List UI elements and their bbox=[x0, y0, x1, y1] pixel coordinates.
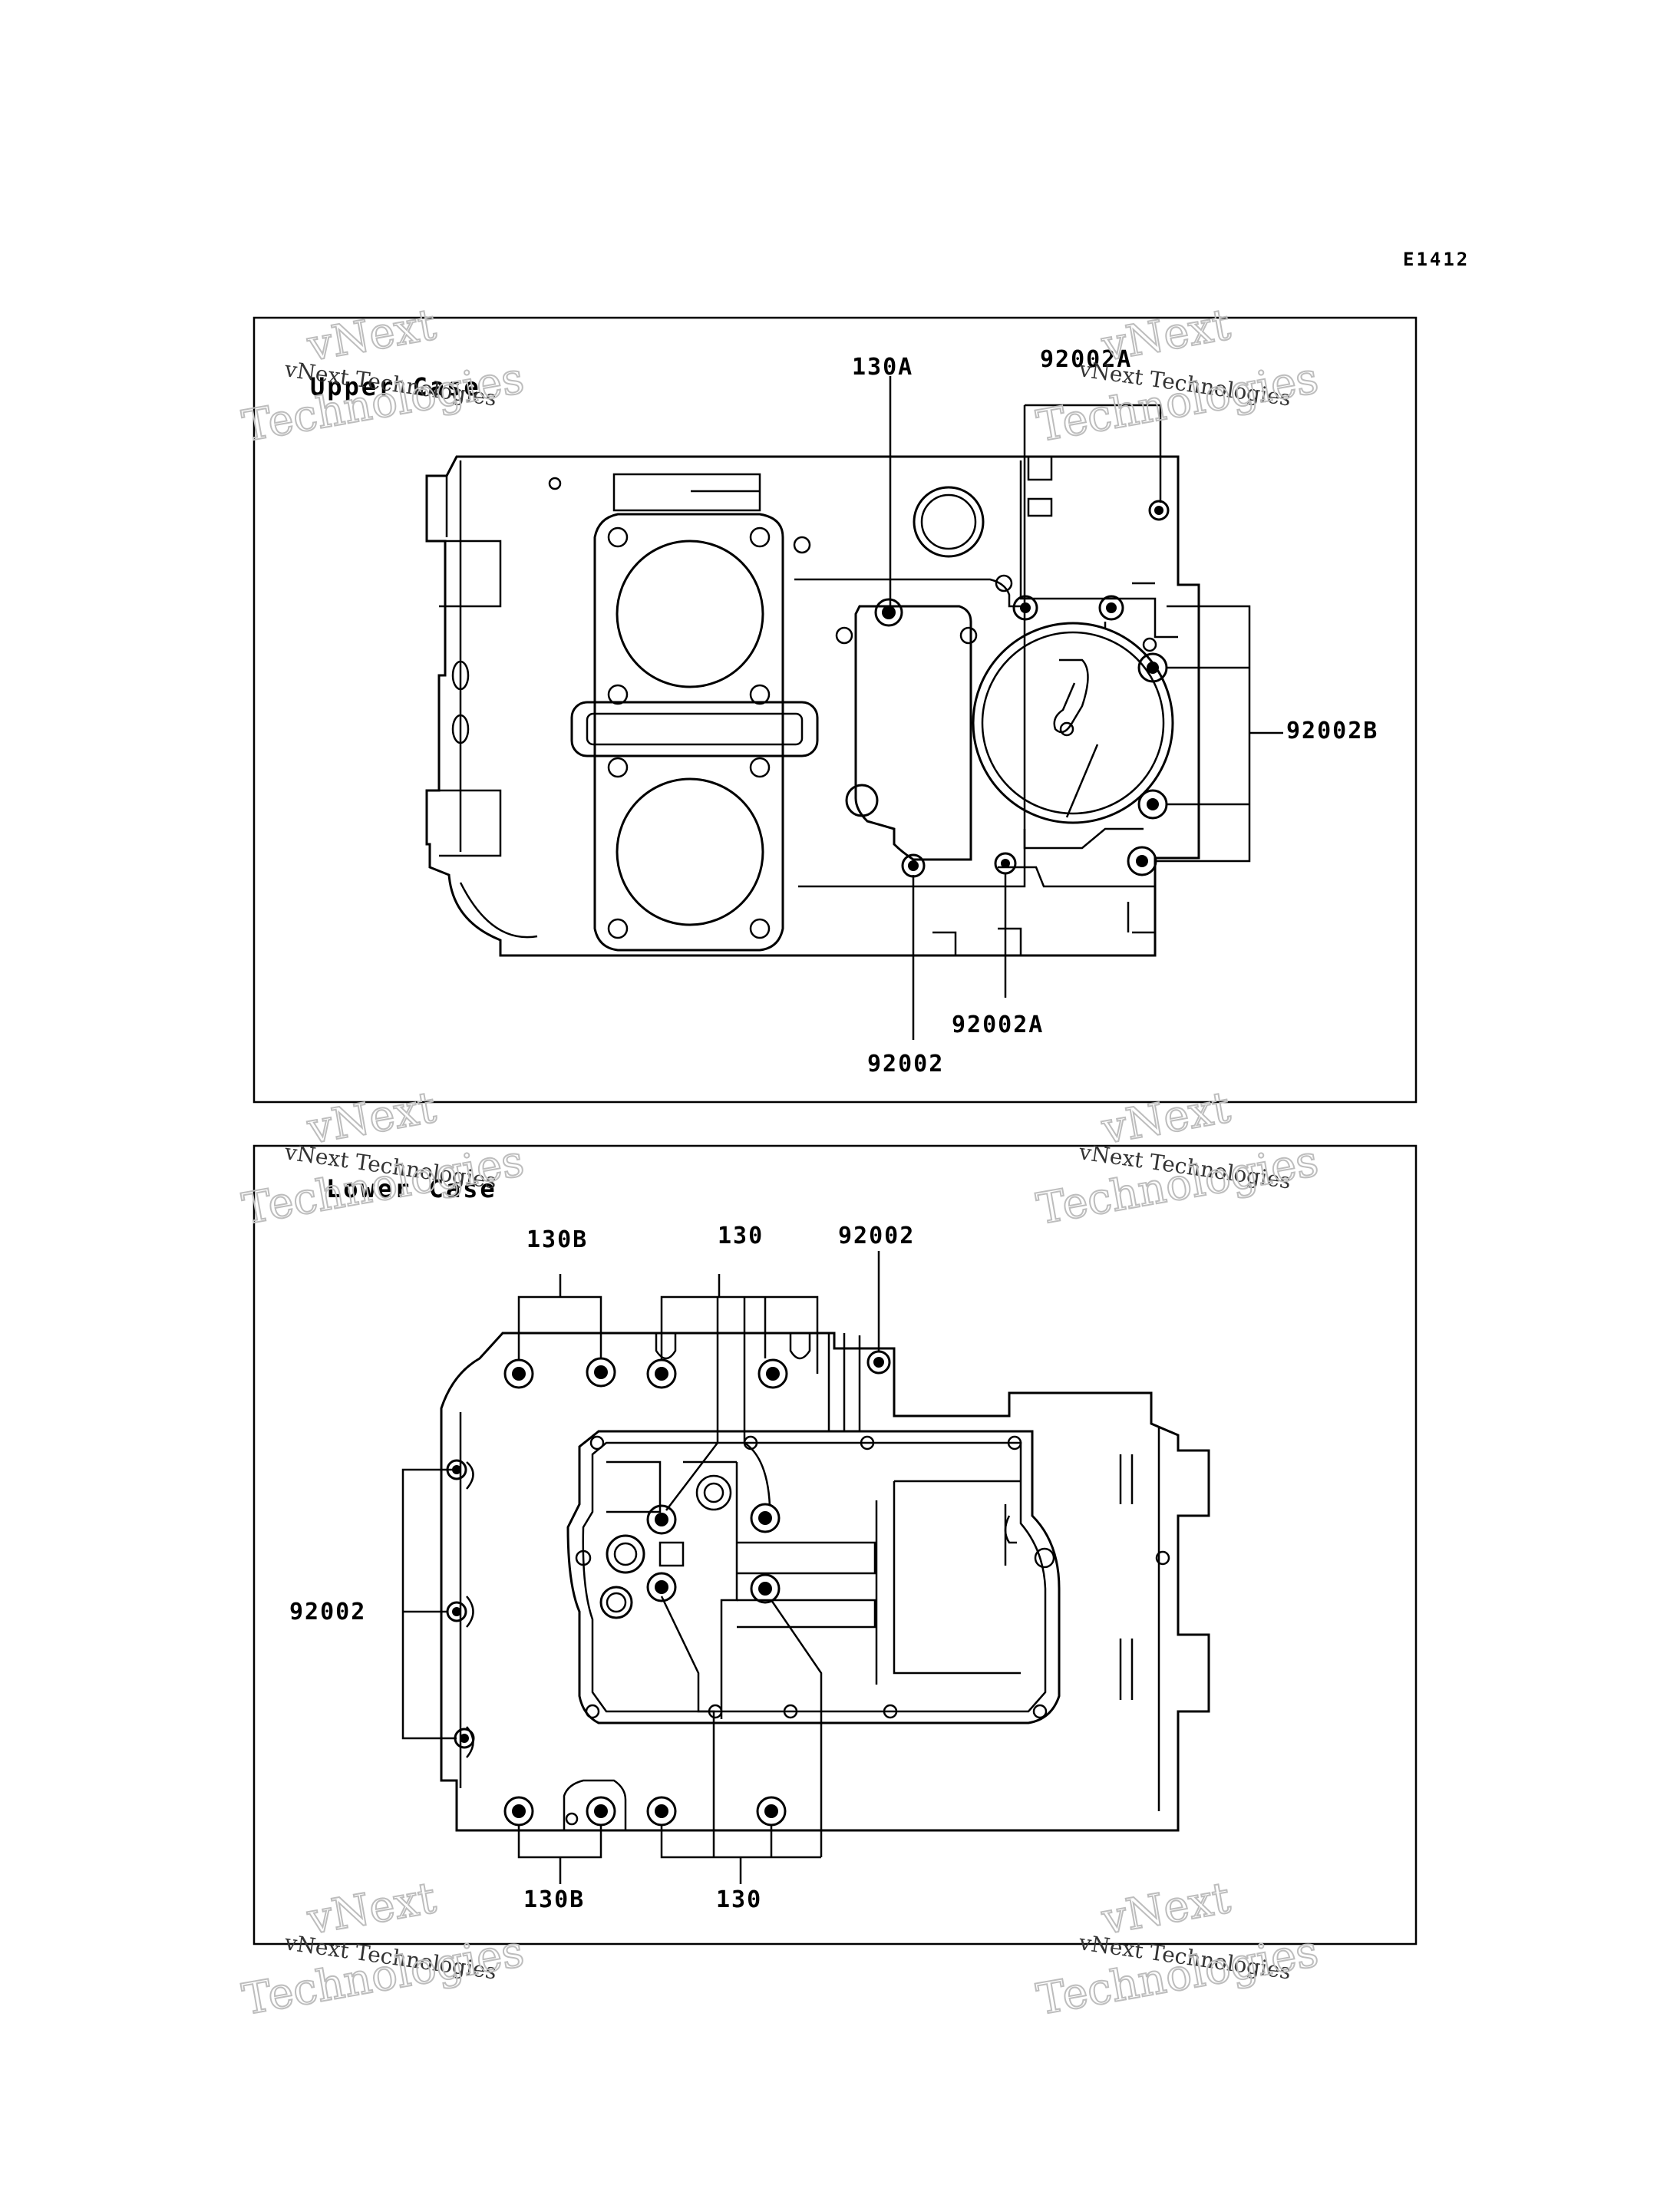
upper-case-panel: Upper Case bbox=[252, 316, 1418, 1104]
watermarks: vNext Technologies vNext Technologies vN… bbox=[238, 299, 1322, 2026]
svg-text:Technologies: Technologies bbox=[1033, 1136, 1322, 1234]
svg-text:vNext: vNext bbox=[1097, 300, 1234, 371]
lower-case-title: Lower Case bbox=[326, 1174, 497, 1203]
svg-text:Technologies: Technologies bbox=[239, 353, 527, 451]
upper-case-title: Upper Case bbox=[310, 372, 481, 401]
label-92002b: 92002B bbox=[1286, 718, 1378, 744]
label-92002a-bottom: 92002A bbox=[952, 1012, 1044, 1038]
label-130-bottom: 130 bbox=[716, 1886, 762, 1913]
upper-panel-frame bbox=[252, 316, 1418, 1104]
label-92002-top: 92002 bbox=[838, 1223, 915, 1249]
label-92002-left: 92002 bbox=[289, 1599, 366, 1625]
svg-text:vNext: vNext bbox=[1097, 1083, 1234, 1154]
svg-text:Technologies: Technologies bbox=[239, 1926, 527, 2025]
lower-leader-lines bbox=[401, 1251, 880, 1884]
label-130a: 130A bbox=[852, 354, 913, 381]
svg-text:vNext: vNext bbox=[303, 1083, 440, 1154]
upper-leader-lines bbox=[889, 376, 1283, 1040]
label-130-top: 130 bbox=[718, 1223, 764, 1249]
label-130b-bottom: 130B bbox=[523, 1886, 585, 1913]
svg-text:vNext: vNext bbox=[1097, 1873, 1234, 1945]
lower-panel-frame bbox=[252, 1144, 1418, 1946]
label-92002: 92002 bbox=[867, 1051, 944, 1078]
lower-case-panel: Lower Case bbox=[252, 1144, 1418, 1946]
svg-text:Technologies: Technologies bbox=[239, 1136, 527, 1234]
label-130b-top: 130B bbox=[526, 1226, 588, 1253]
label-92002a-top: 92002A bbox=[1040, 346, 1132, 373]
svg-text:Technologies: Technologies bbox=[1033, 1926, 1322, 2025]
svg-text:vNext: vNext bbox=[303, 1873, 440, 1945]
svg-text:vNext: vNext bbox=[303, 300, 440, 371]
upper-case-drawing bbox=[425, 455, 1200, 957]
lower-case-drawing bbox=[440, 1332, 1210, 1832]
diagram-code: E1412 bbox=[1403, 249, 1470, 270]
